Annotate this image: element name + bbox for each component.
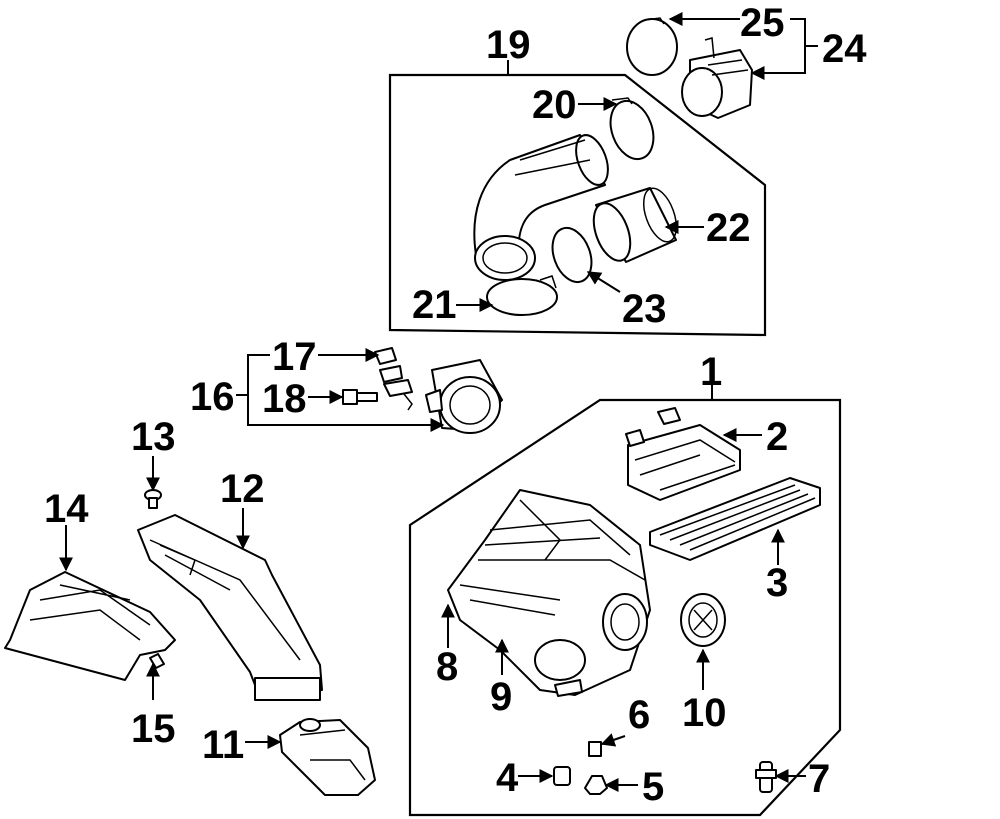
callout-6: 6 [628,693,650,737]
callout-4: 4 [496,756,519,800]
clamp-23-part [551,226,593,284]
callout-12: 12 [220,467,265,511]
air-guide-14-part [4,571,176,681]
callout-10: 10 [682,691,727,735]
air-cleaner-housing-9-part [447,489,651,697]
callout-9: 9 [490,675,512,719]
callout-20: 20 [532,83,577,127]
sensor-bracket-17-part [374,347,413,411]
leader-lines [59,12,818,792]
callout-3: 3 [766,561,788,605]
grommet-4-part [553,766,571,786]
callout-19: 19 [486,23,531,67]
callout-7: 7 [808,757,830,801]
callout-24: 24 [822,27,867,71]
callout-13: 13 [131,415,176,459]
group-1-frame [408,398,842,817]
callout-17: 17 [272,335,317,379]
intake-duct-12-part [137,514,323,701]
callout-16: 16 [190,375,235,419]
clamp-21-part [486,275,558,316]
insulator-6-part [588,741,602,757]
callout-18: 18 [262,377,307,421]
callout-1: 1 [700,350,722,394]
sleeve-22-part [592,187,678,263]
grommet-5-part [584,775,608,795]
clip-13-part [144,489,162,509]
callout-22: 22 [706,206,751,250]
intake-hose-19-part [473,134,609,281]
callout-15: 15 [131,707,176,751]
callout-25: 25 [740,1,785,45]
resonator-11-part [279,718,376,796]
callout-23: 23 [622,287,667,331]
callout-21: 21 [412,283,457,327]
callout-5: 5 [642,765,664,809]
sensor-7-part [755,761,777,793]
air-filter-3-part [649,477,821,561]
callout-11: 11 [202,723,244,767]
clamp-20-part [609,97,655,161]
valve-10-part [680,593,726,647]
air-cleaner-cover-2-part [625,407,741,501]
bolt-18-part [342,389,378,405]
connector-24-part [681,37,753,119]
clamp-25-part [626,17,678,76]
group-19-frame [388,73,767,337]
mass-airflow-sensor-part [425,359,503,434]
callout-2: 2 [766,415,788,459]
callout-14: 14 [44,487,89,531]
callout-8: 8 [436,645,458,689]
